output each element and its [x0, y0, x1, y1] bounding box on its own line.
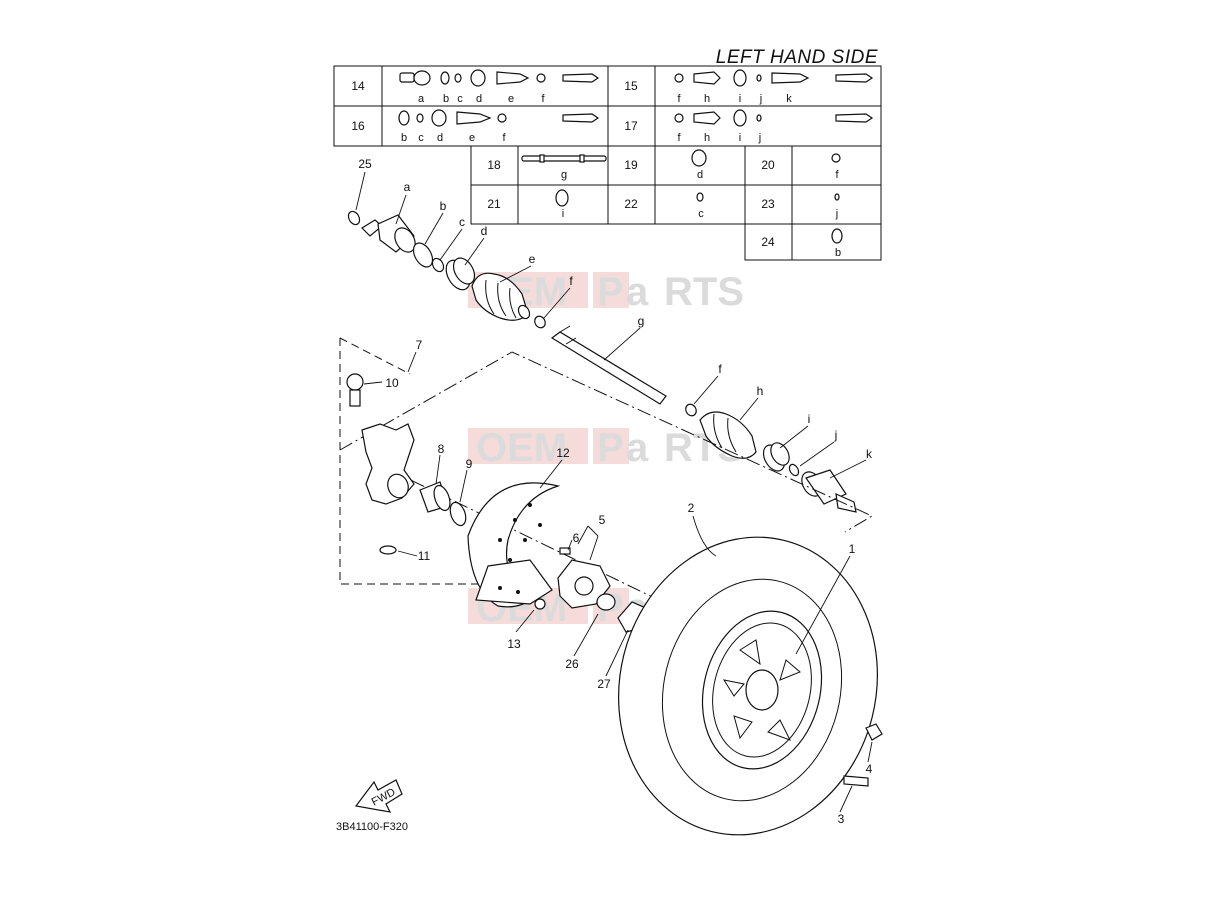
- kit-row-17-number: 17: [624, 119, 638, 133]
- callout-c: c: [459, 215, 465, 229]
- callout-d: d: [481, 224, 488, 238]
- fwd-arrow-icon: FWD: [354, 779, 403, 813]
- callout-i: i: [808, 412, 811, 426]
- kit-22-icon: [696, 192, 704, 202]
- callout-11: 11: [418, 549, 431, 563]
- kit-17-letter-h: h: [704, 132, 710, 144]
- callout-b: b: [440, 199, 447, 213]
- kit-16-letter-e: e: [469, 132, 475, 144]
- diagram-title: LEFT HAND SIDE: [716, 47, 878, 68]
- knuckle-assembly: [346, 373, 467, 555]
- callout-h: h: [757, 384, 764, 398]
- callout-7: 7: [416, 338, 423, 352]
- kit-23-letter-j: j: [835, 208, 838, 220]
- callout-f-upper: f: [569, 274, 573, 288]
- callout-a: a: [404, 180, 411, 194]
- kit-15-letter-h: h: [704, 93, 710, 105]
- kit-row-23-number: 23: [761, 197, 775, 211]
- kit-19-icon: [691, 149, 707, 167]
- diagram-code: 3B41100-F320: [336, 821, 408, 833]
- kit-row-18-number: 18: [487, 158, 501, 172]
- callout-g: g: [638, 314, 645, 328]
- kit-18-icons: [521, 154, 607, 163]
- kit-15-letter-j: j: [759, 93, 762, 105]
- kit-row-21-number: 21: [487, 197, 501, 211]
- kit-16-letter-d: d: [437, 132, 443, 144]
- callout-5: 5: [599, 513, 606, 527]
- kit-15-letter-k: k: [786, 93, 792, 105]
- callout-4: 4: [866, 762, 873, 776]
- watermark-a-1: a: [626, 270, 649, 314]
- kit-24-icon: [831, 228, 843, 244]
- brake-disc: [467, 482, 561, 610]
- callout-e: e: [529, 252, 536, 266]
- kit-14-letter-d: d: [476, 93, 482, 105]
- callout-6: 6: [573, 531, 580, 545]
- wheel-assembly: [618, 536, 883, 836]
- watermark-rts-1: RTS: [664, 270, 744, 314]
- kit-14-icons: [399, 69, 600, 87]
- watermark-oem-2: OEM: [476, 426, 567, 470]
- drive-shaft-assembly: [347, 210, 857, 513]
- kit-15-icons: [674, 69, 874, 87]
- kit-15-letter-i: i: [739, 93, 741, 105]
- kit-17-icons: [674, 109, 874, 127]
- kit-20-icon: [831, 153, 841, 163]
- kit-16-letter-b: b: [401, 132, 407, 144]
- callout-8: 8: [438, 442, 445, 456]
- kit-14-letter-f: f: [541, 93, 545, 105]
- kit-table: 14 15 16 17 18 19 20 21 22 23 24 a b c d…: [333, 65, 882, 261]
- kit-row-16-number: 16: [351, 119, 365, 133]
- watermark-a-2: a: [626, 426, 649, 470]
- kit-row-14-number: 14: [351, 79, 365, 93]
- kit-14-letter-b: b: [443, 93, 449, 105]
- kit-14-letter-a: a: [418, 93, 425, 105]
- axis-line-upper: [339, 351, 874, 533]
- kit-14-letter-e: e: [508, 93, 514, 105]
- kit-21-letter-i: i: [562, 208, 564, 220]
- kit-row-19-number: 19: [624, 158, 638, 172]
- callout-j: j: [834, 428, 838, 442]
- kit-19-letter-d: d: [697, 169, 703, 181]
- kit-16-icons: [398, 109, 600, 127]
- kit-15-letter-f: f: [677, 93, 681, 105]
- leader-lines: [355, 171, 873, 813]
- callout-12: 12: [556, 446, 570, 460]
- kit-18-letter-g: g: [561, 169, 567, 181]
- kit-17-letter-i: i: [739, 132, 741, 144]
- kit-17-letter-j: j: [758, 132, 761, 144]
- watermark-p-1: P: [597, 270, 624, 314]
- kit-row-22-number: 22: [624, 197, 638, 211]
- kit-22-letter-c: c: [698, 208, 704, 220]
- callout-9: 9: [466, 457, 473, 471]
- callout-1: 1: [849, 542, 856, 556]
- knuckle-group-box: [339, 337, 480, 585]
- callouts: 25 a b c d e f g f h i j k 7 10 8 9 11 1…: [358, 157, 873, 826]
- kit-16-letter-f: f: [502, 132, 506, 144]
- kit-16-letter-c: c: [418, 132, 424, 144]
- callout-13: 13: [507, 637, 521, 651]
- kit-21-icon: [555, 189, 569, 207]
- kit-20-letter-f: f: [835, 169, 839, 181]
- callout-10: 10: [385, 376, 399, 390]
- watermark-p-2: P: [597, 426, 624, 470]
- callout-26: 26: [565, 657, 579, 671]
- callout-2: 2: [688, 501, 695, 515]
- callout-k: k: [866, 447, 873, 461]
- kit-17-letter-f: f: [677, 132, 681, 144]
- callout-f-lower: f: [718, 362, 722, 376]
- kit-14-letter-c: c: [457, 93, 463, 105]
- callout-25: 25: [358, 157, 372, 171]
- kit-24-letter-b: b: [835, 247, 841, 259]
- kit-row-20-number: 20: [761, 158, 775, 172]
- kit-23-icon: [834, 193, 840, 201]
- callout-27: 27: [597, 677, 611, 691]
- kit-row-15-number: 15: [624, 79, 638, 93]
- callout-3: 3: [838, 812, 845, 826]
- kit-row-24-number: 24: [761, 235, 775, 249]
